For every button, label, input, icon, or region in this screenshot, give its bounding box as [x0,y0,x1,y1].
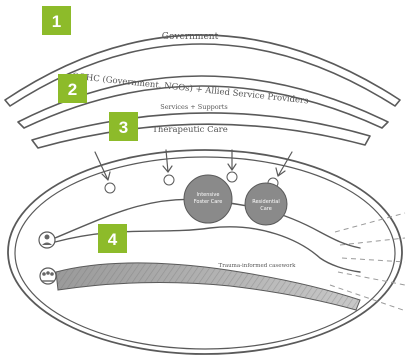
support-icon-1 [104,182,116,194]
svg-text:1: 1 [52,12,61,31]
support-icon-2 [163,174,175,186]
therapeutic-band: Therapeutic Care [31,112,371,149]
therapeutic-label: Therapeutic Care [152,125,228,135]
government-band: Government [4,32,401,107]
casework-stream: Trauma-informed casework [55,262,361,311]
svg-text:4: 4 [108,230,118,249]
svg-text:Intensive: Intensive [197,192,220,198]
services-supports-label: Services + Supports [160,103,228,111]
support-icon-3 [226,171,238,183]
svg-text:Foster Care: Foster Care [194,199,223,205]
svg-text:2: 2 [68,80,77,99]
child-avatar-icon [38,231,56,249]
badge-3: 3 [109,112,138,141]
svg-text:Residential: Residential [252,199,280,205]
outer-ellipse [7,149,403,355]
badge-1: 1 [42,6,71,35]
casework-label: Trauma-informed casework [219,263,297,269]
government-label: Government [162,32,219,42]
badge-2: 2 [58,74,87,103]
svg-text:Care: Care [260,206,272,212]
residential-care-node: Residential Care [244,182,288,226]
pointer-arrows [94,149,293,181]
svg-text:3: 3 [119,118,128,137]
badge-4: 4 [98,224,127,253]
outflow-arrows [329,212,406,311]
intensive-foster-care-node: Intensive Foster Care [183,174,233,224]
family-avatar-icon [39,267,57,285]
